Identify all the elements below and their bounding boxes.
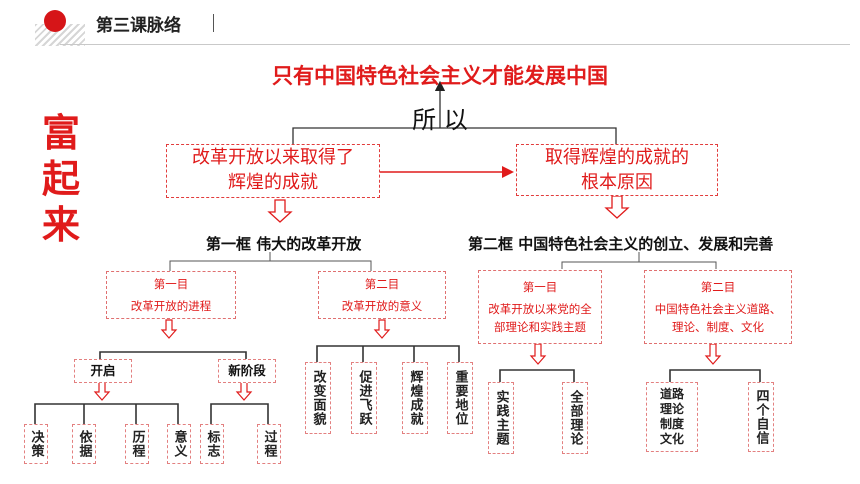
leaf-line: 道路 xyxy=(659,387,684,401)
leaf-process: 过程 xyxy=(257,424,281,464)
hollow-arrow xyxy=(704,343,722,365)
leaf-four-confidences: 四个自信 xyxy=(748,382,774,452)
root-cause-box: 取得辉煌的成就的 根本原因 xyxy=(516,144,718,196)
sub-item-reform-meaning: 第二目 改革开放的意义 xyxy=(318,271,446,319)
header-title: 第三课脉络 xyxy=(96,16,181,36)
leaf-whole-theory: 全部理论 xyxy=(562,382,588,454)
frame2-bracket xyxy=(561,261,717,269)
leaf-promote-leap: 促进飞跃 xyxy=(351,362,377,434)
sub-item-name: 中国特色社会主义道路、 xyxy=(654,302,782,316)
leaf-line: 文化 xyxy=(659,432,684,446)
leaf-practice-theme: 实践主题 xyxy=(488,382,514,454)
leaf-course: 历程 xyxy=(125,424,149,464)
leaf-change-face: 改变面貌 xyxy=(305,362,331,434)
main-title: 只有中国特色社会主义才能发展中国 xyxy=(272,64,608,88)
sub-item-number: 第二目 xyxy=(364,277,400,291)
leaf-symbol: 标志 xyxy=(200,424,224,464)
hollow-arrow xyxy=(267,199,293,223)
sub-item-number: 第一目 xyxy=(522,280,558,294)
sub-item-reform-process: 第一目 改革开放的进程 xyxy=(106,271,236,319)
root-cause-line: 根本原因 xyxy=(581,172,653,193)
root-cause-line: 取得辉煌的成就的 xyxy=(545,147,689,168)
frame1-bracket xyxy=(169,260,372,271)
sub-item-name: 理论、制度、文化 xyxy=(672,320,764,334)
sub-item-number: 第二目 xyxy=(700,280,736,294)
sub4-bracket xyxy=(669,369,761,382)
leaf-line: 制度 xyxy=(659,417,684,431)
sub-item-number: 第一目 xyxy=(153,277,189,291)
hollow-arrow xyxy=(529,343,547,365)
leaf-brilliant-achievement: 辉煌成就 xyxy=(402,362,428,434)
sub3-bracket xyxy=(499,369,575,382)
hollow-arrow xyxy=(235,381,253,401)
connector-bracket xyxy=(292,127,617,144)
tag-open: 开启 xyxy=(74,359,132,383)
connector-label: 所 以 xyxy=(412,106,468,134)
hollow-arrow xyxy=(373,319,391,339)
hollow-arrow xyxy=(93,381,111,401)
open-bracket xyxy=(34,403,179,424)
vertical-title-char: 富 xyxy=(41,111,80,155)
sub-item-name: 部理论和实践主题 xyxy=(494,320,586,334)
hollow-arrow xyxy=(160,319,178,339)
achievement-line: 改革开放以来取得了 xyxy=(192,147,354,168)
leaf-decision: 决策 xyxy=(24,424,48,464)
sub-item-theme: 第一目 改革开放以来党的全 部理论和实践主题 xyxy=(478,270,602,344)
sub-item-name: 改革开放的意义 xyxy=(341,299,423,313)
sub-item-name: 改革开放的进程 xyxy=(130,299,212,313)
new-bracket xyxy=(210,403,269,424)
leaf-basis: 依据 xyxy=(72,424,96,464)
header-divider xyxy=(213,14,214,32)
vertical-title-char: 起 xyxy=(41,157,80,201)
achievement-box: 改革开放以来取得了 辉煌的成就 xyxy=(166,144,380,198)
header-dot-icon xyxy=(44,10,66,32)
vertical-title: 富 起 来 xyxy=(40,110,82,248)
leaf-line: 理论 xyxy=(659,402,684,416)
sub-item-name: 改革开放以来党的全 xyxy=(488,302,592,316)
header-underline xyxy=(60,44,850,45)
leaf-significance: 意义 xyxy=(167,424,191,464)
leaf-important-status: 重要地位 xyxy=(447,362,473,434)
achievement-line: 辉煌的成就 xyxy=(228,172,318,193)
vertical-title-char: 来 xyxy=(41,203,80,247)
sub-item-path: 第二目 中国特色社会主义道路、 理论、制度、文化 xyxy=(644,270,792,344)
leaf-path-theory-system-culture: 道路 理论 制度 文化 xyxy=(646,382,698,452)
sub1-bracket xyxy=(99,351,247,360)
sub2-bracket xyxy=(316,345,460,362)
hollow-arrow xyxy=(604,195,630,219)
frame1-title: 第一框 伟大的改革开放 xyxy=(206,235,362,253)
frame2-title: 第二框 中国特色社会主义的创立、发展和完善 xyxy=(468,235,774,253)
tag-new-stage: 新阶段 xyxy=(218,359,276,383)
